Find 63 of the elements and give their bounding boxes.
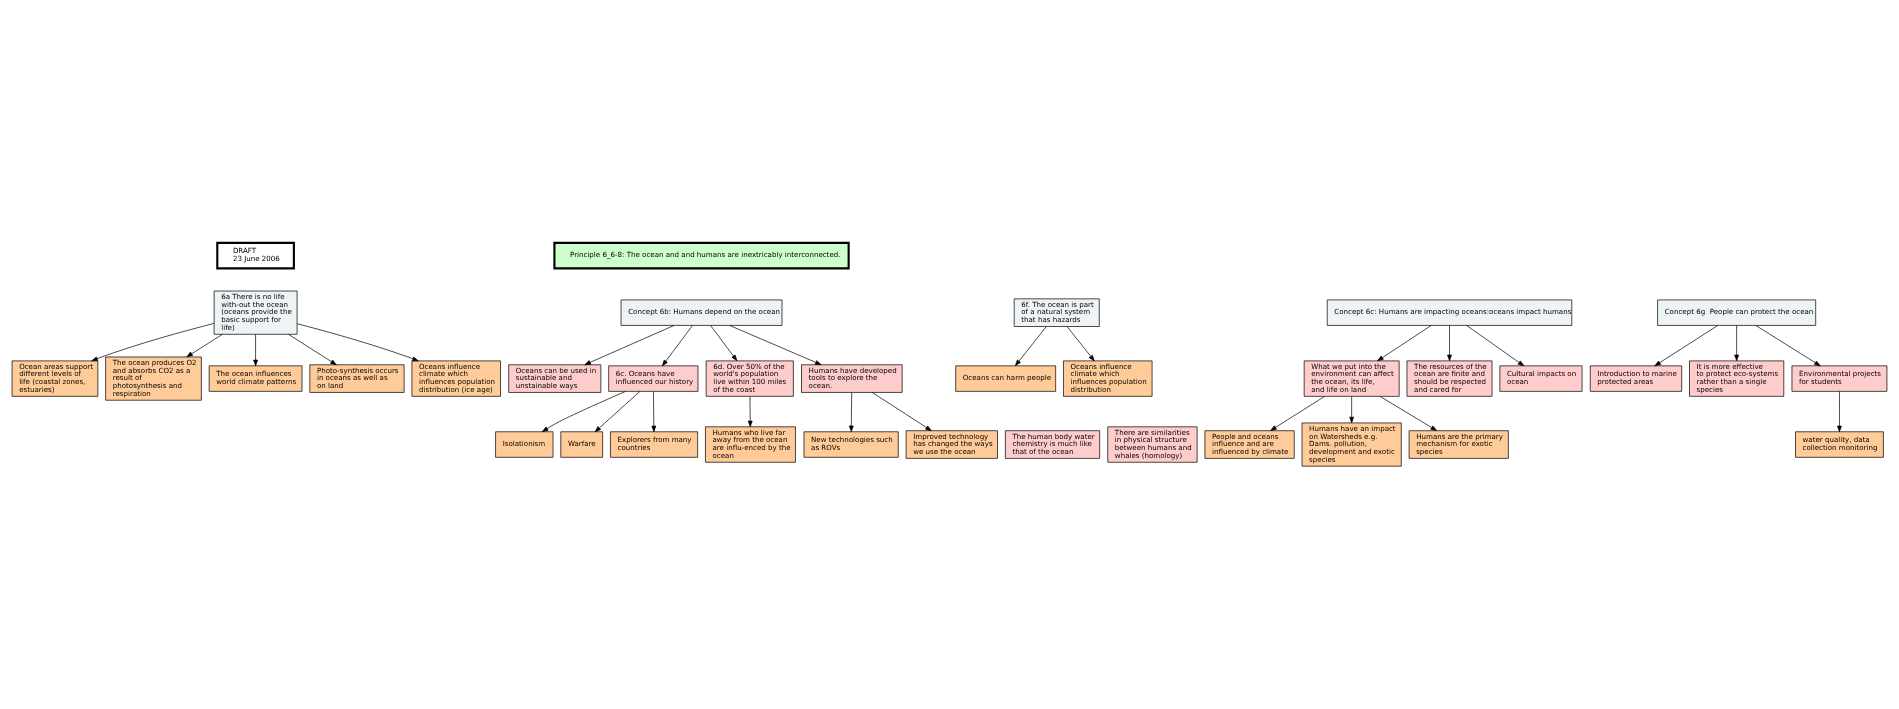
node-box: Principle 6_6-8: The ocean and and humans are inextricably interconnected. [553, 241, 850, 270]
arrow [91, 323, 215, 362]
node-box: New technologies such as ROVs [803, 431, 899, 458]
arrow [541, 391, 626, 432]
node-box: The ocean produces O2 and absorbs CO2 as a result of photosynthesis and respiration [105, 356, 202, 401]
node-box: 6d. Over 50% of the world's population live within 100 miles of the coast [705, 360, 794, 397]
arrow [594, 391, 641, 433]
arrow [1654, 325, 1719, 367]
node-box: People and oceans influence and are influenced by climate [1204, 430, 1295, 459]
arrow [186, 333, 223, 358]
node-box: Ocean areas support different levels of life (coastal zones, estuaries) [11, 360, 99, 397]
node-box: Oceans influence climate which influences population distribution [1063, 360, 1153, 397]
arrow [1837, 391, 1842, 433]
arrow [296, 323, 419, 362]
node-box: Humans have developed tools to explore the ocean. [801, 364, 903, 393]
arrow [1379, 396, 1437, 431]
arrow [1377, 325, 1432, 362]
node-box: Environmental projects for students [1791, 365, 1888, 392]
node-box: The human body water chemistry is much like that of the ocean [1004, 430, 1100, 459]
arrow [1734, 325, 1739, 362]
node-box: What we put into the environment can affect the ocean, its life, and life on land [1303, 360, 1400, 397]
node-box: 6f. The ocean is part of a natural system that has hazards [1013, 298, 1100, 327]
node-box: The ocean influences world climate patterns [208, 365, 303, 392]
node-box: Introduction to marine protected areas [1589, 365, 1683, 392]
node-box: water quality, data collection monitoring [1795, 431, 1884, 458]
arrow [1066, 326, 1095, 362]
arrow [710, 325, 738, 362]
arrow [1270, 396, 1325, 431]
node-box: 6a There is no life with-out the ocean (oceans provide the basic support for life) [213, 290, 298, 335]
arrow [1447, 325, 1452, 362]
arrow [871, 392, 932, 431]
arrow [849, 392, 854, 432]
node-box: Concept 6b: Humans depend on the ocean [620, 299, 783, 326]
node-box: Oceans influence climate which influences population distribution (ice age) [411, 360, 501, 397]
arrow [1015, 326, 1047, 366]
arrow [253, 333, 258, 367]
arrow [729, 325, 822, 366]
node-box: Warfare [560, 431, 603, 458]
node-box: Oceans can harm people [955, 365, 1057, 392]
node-box: Concept 6g People can protect the ocean [1657, 299, 1817, 326]
arrow [1466, 325, 1525, 367]
arrow [584, 325, 675, 366]
arrow [662, 325, 693, 367]
node-box: Cultural impacts on ocean [1499, 365, 1583, 392]
node-box: Explorers from many countries [610, 431, 698, 458]
arrow [651, 391, 657, 433]
node-box: Oceans can be used in sustainable and unstainable ways [508, 364, 602, 393]
node-box: The resources of the ocean are finite and should be respected and cared for [1406, 360, 1493, 397]
node-box: Humans who live far away from the ocean are influ-enced by the ocean [705, 426, 796, 463]
node-box: 6c. Oceans have influenced our history [608, 365, 699, 392]
arrow [747, 396, 753, 428]
node-box: Photo-synthesis occurs in oceans as well as on land [309, 364, 405, 393]
node-box: Isolationism [495, 431, 554, 458]
node-box: It is more effective to protect eco-systems rather than a single species [1689, 360, 1785, 397]
node-box: Humans are the primary mechanism for exotic species [1408, 430, 1509, 459]
node-box: There are similarities in physical structure between humans and whales (homology) [1107, 426, 1198, 463]
node-box: Improved technology has changed the ways we use the ocean [905, 430, 998, 459]
arrow [288, 333, 337, 366]
node-box: Concept 6c: Humans are impacting oceans:oceans impact humans [1326, 299, 1573, 326]
arrow [1349, 396, 1354, 424]
arrow [1755, 325, 1821, 367]
node-box: DRAFT 23 June 2006 [216, 241, 295, 270]
node-box: Humans have an impact on Watersheds e.g. Dams. pollution, development and exotic species [1301, 422, 1402, 467]
